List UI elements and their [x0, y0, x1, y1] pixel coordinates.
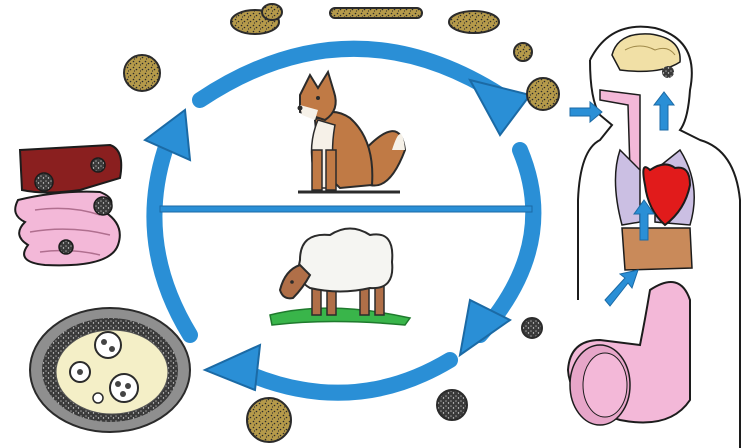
sheep-icon: [270, 229, 410, 326]
cycle-arc-top: [200, 49, 500, 100]
cycle-arc-left: [154, 150, 190, 335]
egg-icon: [247, 398, 291, 442]
grass-strip: [270, 308, 410, 325]
worm-segment-icon: [330, 8, 422, 18]
dog-icon: [298, 72, 406, 192]
egg-icon: [124, 55, 160, 91]
egg-icon: [262, 4, 282, 20]
cycle-arrowhead-bottom: [205, 345, 260, 390]
human-liver-shape: [622, 228, 692, 270]
infected-liver-intestine-icon: [15, 145, 121, 265]
arrow-up-brain-right: [654, 92, 674, 130]
cycle-arrowhead-top: [470, 80, 530, 135]
cycle-arc-bottom: [240, 360, 450, 393]
hydatid-cyst-icon: [30, 308, 190, 432]
cycle-arc-right: [480, 150, 533, 335]
mite-icon: [522, 318, 542, 338]
mite-icon: [437, 390, 467, 420]
entry-arrow-mouth: [570, 102, 602, 122]
egg-icon: [449, 11, 499, 33]
cycle-ring: [145, 49, 533, 393]
egg-icon: [514, 43, 532, 61]
arrow-up-liver: [605, 270, 638, 306]
egg-icon: [527, 78, 559, 110]
brain-shape: [612, 34, 680, 72]
cycle-divider: [160, 206, 532, 212]
human-anatomy-icon: [568, 27, 740, 448]
